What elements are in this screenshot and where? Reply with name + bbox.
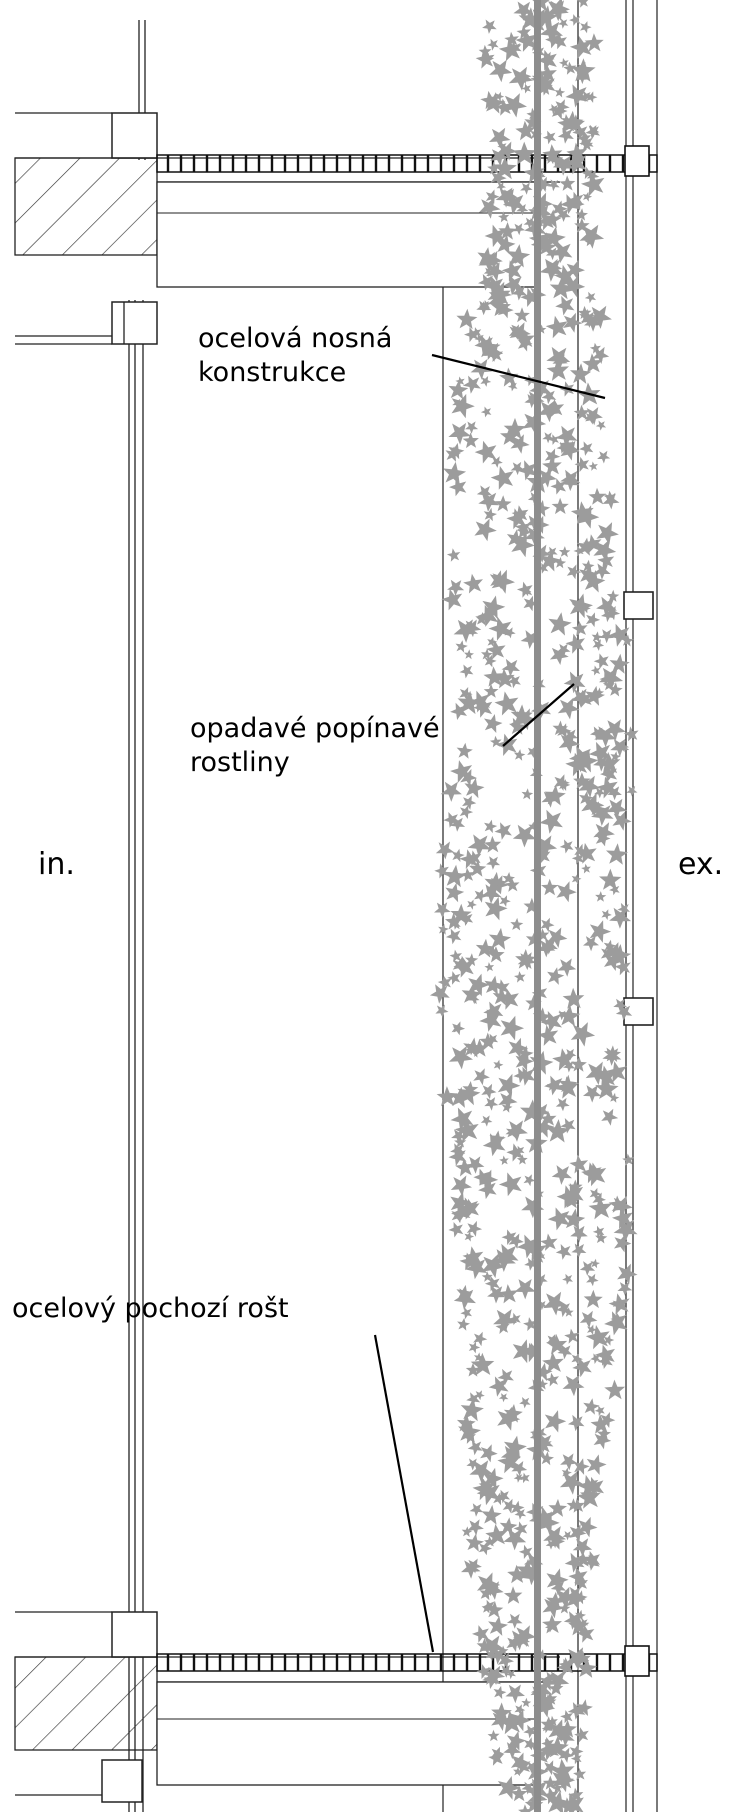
bottom-slab [14, 1611, 560, 1803]
label-exterior-text: ex. [678, 847, 724, 882]
top-slab [14, 112, 560, 288]
label-climbing-plants-line1: opadavé popínavé [190, 713, 440, 744]
bottom-grating [156, 1645, 658, 1677]
label-climbing-plants: opadavé popínavé rostliny [190, 712, 440, 780]
leader-lines [373, 353, 606, 1653]
facade-brackets [623, 591, 654, 1026]
interior-wall-lines [128, 20, 146, 1812]
label-climbing-plants-line2: rostliny [190, 747, 290, 778]
label-interior: in. [38, 848, 75, 882]
label-interior-text: in. [38, 847, 75, 882]
label-steel-grating-text: ocelový pochozí rošt [12, 1293, 289, 1324]
plant-stem [534, 0, 541, 1812]
label-exterior: ex. [678, 848, 723, 882]
label-steel-structure: ocelová nosná konstrukce [198, 322, 392, 390]
label-steel-grating: ocelový pochozí rošt [12, 1292, 289, 1326]
label-steel-structure-line1: ocelová nosná [198, 323, 393, 354]
top-wall-connection [15, 301, 158, 345]
label-steel-structure-line2: konstrukce [198, 357, 347, 388]
top-grating [156, 145, 658, 177]
